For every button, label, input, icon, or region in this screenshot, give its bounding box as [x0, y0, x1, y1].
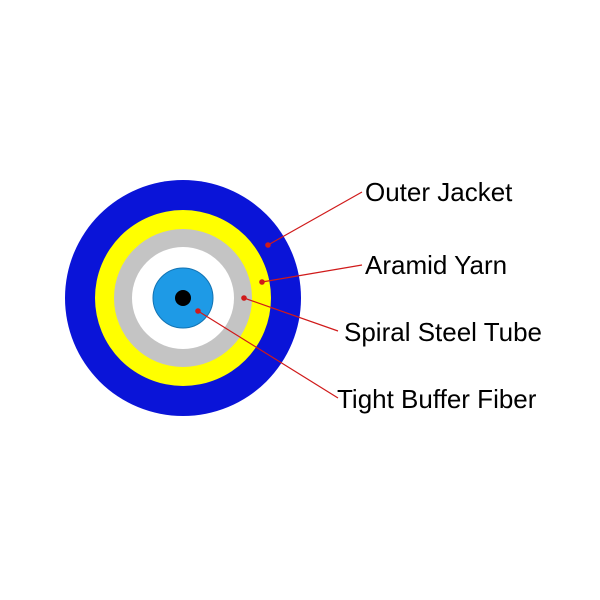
cable-cross-section	[65, 180, 301, 416]
outer-jacket-label: Outer Jacket	[365, 177, 513, 207]
outer-jacket-leader	[265, 191, 363, 248]
fiber-core	[175, 290, 191, 306]
aramid-yarn-label: Aramid Yarn	[365, 250, 507, 280]
leader-lines	[195, 191, 363, 399]
spiral-steel-tube-leader	[241, 295, 339, 332]
callout-labels: Outer Jacket Aramid Yarn Spiral Steel Tu…	[337, 177, 542, 414]
tight-buffer-fiber-leader	[195, 308, 339, 399]
tight-buffer-fiber-label: Tight Buffer Fiber	[337, 384, 537, 414]
spiral-steel-tube-label: Spiral Steel Tube	[344, 317, 542, 347]
aramid-yarn-leader	[259, 264, 363, 285]
